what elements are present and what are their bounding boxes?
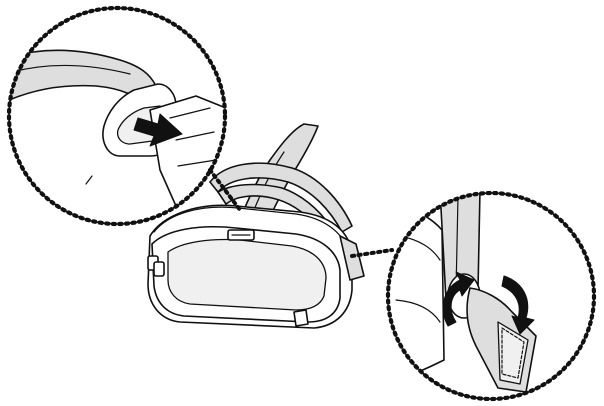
left-detail-headset-edge (169, 107, 217, 167)
left-callout-connector (208, 168, 242, 212)
side-button-lower (153, 261, 165, 277)
right-detail-velcro-stitch (501, 327, 525, 379)
rotate-right-arrow-icon (501, 275, 535, 335)
side-strap (209, 162, 353, 233)
left-detail-strap-edge (11, 64, 131, 75)
right-detail-callout (385, 190, 597, 402)
left-detail-tick (85, 175, 93, 185)
top-strap-edge (253, 151, 285, 211)
front-inner-panel (167, 238, 327, 311)
left-callout-dotted-border (6, 5, 228, 227)
right-strap-clip (339, 235, 365, 281)
rotate-left-arrow-icon (442, 271, 475, 327)
right-detail-velcro-pad (497, 321, 529, 385)
vr-headset (147, 123, 365, 329)
right-callout-dotted-border (385, 190, 597, 402)
right-callout-connector (350, 248, 394, 258)
arrow-right-icon (133, 113, 183, 147)
left-detail-callout (6, 5, 228, 227)
side-touchpad (293, 309, 309, 327)
